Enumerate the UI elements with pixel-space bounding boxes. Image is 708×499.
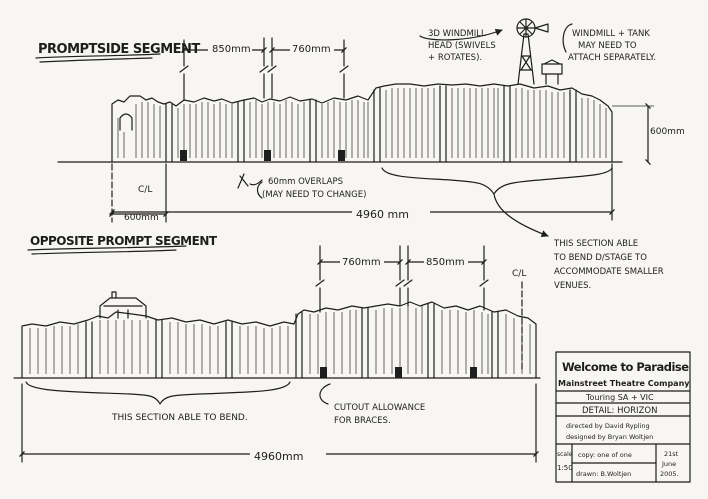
promptside-flats-skyline	[111, 83, 613, 163]
promptside-heading-underline	[35, 53, 161, 63]
bend-note-line-1: THIS SECTION ABLE	[553, 239, 638, 249]
title-block-designer: designed by Bryan Woltjen	[566, 433, 653, 441]
promptside-cl: C/L	[138, 185, 152, 195]
cutout-line-1: CUTOUT ALLOWANCE	[334, 403, 425, 413]
overlaps-leader	[256, 181, 263, 199]
title-block-date-1: 21st	[664, 450, 679, 458]
opposite-panel-dividers	[85, 303, 499, 379]
opp-total-mask	[250, 448, 326, 462]
windmill-head-line-1: 3D WINDMILL	[428, 29, 486, 39]
dim-total-mask	[352, 206, 430, 220]
windmill-head-leader	[419, 28, 503, 41]
cutout-line-2: FOR BRACES.	[334, 416, 391, 426]
opp-dim-760-mask	[340, 255, 384, 267]
opposite-bend-note: THIS SECTION ABLE TO BEND.	[111, 413, 248, 423]
windmill-head-line-2: HEAD (SWIVELS	[428, 41, 496, 51]
windmill-tank-line-2: MAY NEED TO	[578, 41, 637, 51]
windmill-tank-illustration	[516, 18, 563, 85]
bend-note-line-4: VENUES.	[554, 281, 591, 291]
opposite-cl: C/L	[512, 269, 526, 279]
title-block-director: directed by David Rypling	[566, 422, 650, 430]
house-silhouette	[99, 291, 147, 319]
title-block-detail: DETAIL: HORIZON	[582, 406, 657, 416]
promptside-dim-850: 850mm	[212, 44, 251, 55]
opposite-dim-760: 760mm	[342, 257, 381, 268]
promptside-bend-brace	[381, 167, 613, 195]
promptside-dim-600: 600mm	[124, 213, 159, 223]
title-block-company: Mainstreet Theatre Company	[558, 379, 690, 388]
opposite-bend-brace	[25, 381, 291, 405]
promptside-panel-dividers	[165, 85, 577, 163]
promptside-heading: PROMPTSIDE SEGMENT	[38, 42, 200, 57]
title-block-scale-value: 1:50	[557, 464, 573, 472]
cutout-leader	[319, 383, 331, 405]
opposite-heading-underline	[27, 245, 187, 255]
opposite-dim-total: 4960mm	[254, 450, 303, 463]
windmill-head-line-3: + ROTATES).	[428, 53, 482, 63]
dim-760-mask	[290, 41, 334, 53]
windmill-tank-line-1: WINDMILL + TANK	[572, 29, 650, 39]
overlaps-line-1: 60mm OVERLAPS	[268, 177, 343, 187]
title-block-date-3: 2005.	[660, 470, 679, 478]
bend-note-line-3: ACCOMMODATE SMALLER	[554, 267, 664, 277]
opposite-flats-skyline	[21, 301, 537, 379]
title-block-title: Welcome to Paradise	[562, 360, 689, 374]
title-block-copy: copy: one of one	[578, 451, 632, 459]
promptside-dim-total: 4960 mm	[356, 208, 409, 221]
overlaps-line-2: (MAY NEED TO CHANGE)	[262, 190, 366, 200]
opposite-brace-cutouts	[320, 367, 477, 378]
opposite-board-hatching	[29, 306, 531, 374]
promptside-dim-760: 760mm	[292, 44, 331, 55]
windmill-tank-line-3: ATTACH SEPARATELY.	[568, 53, 656, 63]
promptside-dim-600-height: 600mm	[650, 127, 685, 137]
opposite-heading: OPPOSITE PROMPT SEGMENT	[30, 234, 218, 248]
title-block-drawn: drawn: B.Woltjen	[576, 470, 631, 478]
promptside-board-hatching	[117, 88, 607, 158]
dim-850-mask	[208, 41, 252, 53]
title-block-scale-label: scale	[557, 451, 573, 458]
title-block-date-2: June	[661, 460, 676, 468]
opposite-dim-850: 850mm	[426, 257, 465, 268]
title-block-tour: Touring SA + VIC	[585, 393, 654, 402]
bend-note-line-2: TO BEND D/STAGE TO	[553, 253, 647, 263]
title-block	[555, 351, 691, 483]
promptside-brace-cutouts	[180, 150, 345, 161]
overlaps-star	[237, 173, 263, 189]
windmill-tank-leader	[562, 23, 573, 53]
opp-dim-850-mask	[424, 255, 468, 267]
bend-note-leader	[493, 193, 549, 238]
promptside-arch-window	[119, 113, 133, 131]
